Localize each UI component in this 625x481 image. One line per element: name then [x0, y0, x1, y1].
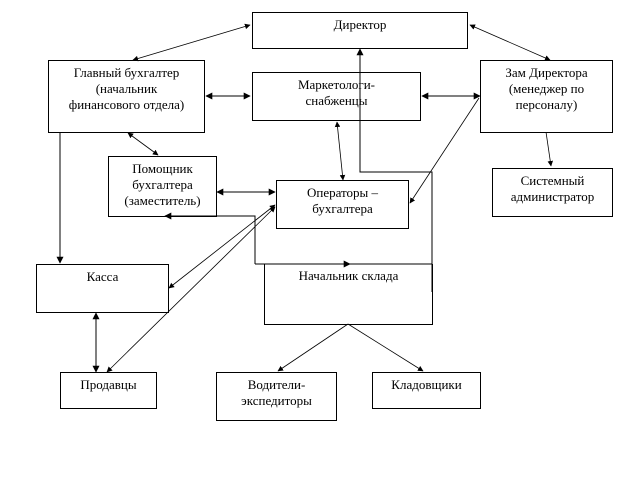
node-deputy-director-label: Зам Директора (менеджер по персоналу) — [481, 61, 612, 113]
node-chief-accountant-label: Главный бухгалтер (начальник финансового… — [49, 61, 204, 113]
label-line: (начальник — [95, 81, 158, 96]
edge-deputy-operators — [409, 97, 480, 204]
node-cashier: Касса — [36, 264, 169, 313]
node-storekeepers: Кладовщики — [372, 372, 481, 409]
node-drivers: Водители- экспедиторы — [216, 372, 337, 421]
node-warehouse-head: Начальник склада — [264, 264, 433, 325]
label-line: (менеджер по — [508, 81, 585, 96]
label-line: бухгалтера — [132, 177, 193, 192]
label-line: персоналу) — [515, 97, 578, 112]
edge-warehouse-director — [356, 48, 433, 292]
edge-warehouse-storekeepers — [347, 323, 424, 372]
edge-deputy-sysadmin — [545, 131, 554, 167]
edge-director-chief-accountant — [132, 23, 251, 62]
label-line: Операторы – — [306, 185, 379, 200]
node-sysadmin: Системный администратор — [492, 168, 613, 217]
node-chief-accountant: Главный бухгалтер (начальник финансового… — [48, 60, 205, 133]
label-line: Водители- — [247, 377, 306, 392]
label-line: Зам Директора — [505, 65, 588, 80]
label-line: Главный бухгалтер — [73, 65, 180, 80]
edge-warehouse-drivers — [277, 323, 349, 372]
edge-operators-cashier — [168, 204, 276, 289]
edge-marketers-operators — [334, 121, 346, 181]
node-sellers: Продавцы — [60, 372, 157, 409]
label-line: Помощник — [132, 161, 193, 176]
label-line: Маркетологи- — [297, 77, 376, 92]
node-warehouse-head-label: Начальник склада — [298, 268, 399, 283]
node-marketers: Маркетологи- снабженцы — [252, 72, 421, 121]
node-deputy-director: Зам Директора (менеджер по персоналу) — [480, 60, 613, 133]
node-storekeepers-label: Кладовщики — [391, 377, 462, 392]
label-line: снабженцы — [305, 93, 368, 108]
label-line: экспедиторы — [241, 393, 312, 408]
edge-director-deputy — [469, 24, 551, 61]
node-assistant-accountant: Помощник бухгалтера (заместитель) — [108, 156, 217, 217]
node-marketers-label: Маркетологи- снабженцы — [253, 73, 420, 109]
label-line: финансового отдела) — [68, 97, 185, 112]
label-line: бухгалтера — [312, 201, 373, 216]
label-line: (заместитель) — [124, 193, 201, 208]
node-sellers-label: Продавцы — [80, 377, 137, 392]
node-director: Директор — [252, 12, 468, 49]
node-drivers-label: Водители- экспедиторы — [217, 373, 336, 409]
label-line: администратор — [510, 189, 595, 204]
node-cashier-label: Касса — [86, 269, 119, 284]
label-line: Системный — [520, 173, 585, 188]
node-director-label: Директор — [333, 17, 387, 32]
node-sysadmin-label: Системный администратор — [493, 169, 612, 205]
node-operators-label: Операторы – бухгалтера — [277, 181, 408, 217]
node-operators: Операторы – бухгалтера — [276, 180, 409, 229]
edge-operators-sellers — [106, 206, 276, 373]
node-assistant-accountant-label: Помощник бухгалтера (заместитель) — [109, 157, 216, 209]
edge-chief-assistant — [127, 132, 159, 156]
